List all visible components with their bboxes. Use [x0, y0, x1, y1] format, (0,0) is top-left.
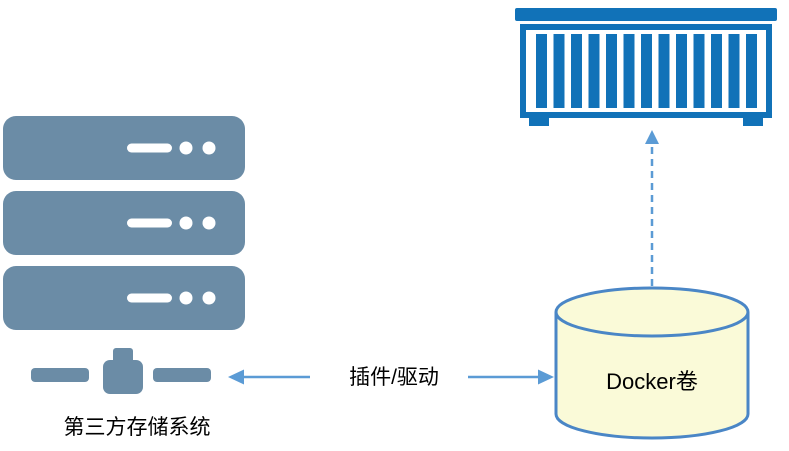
server-connector-icon [31, 348, 211, 394]
dashed-up-arrow-icon [645, 130, 659, 286]
docker-volume-label: Docker卷 [606, 369, 698, 394]
docker-volume-cylinder-icon [554, 286, 750, 440]
server-slab [3, 266, 245, 330]
server-slab [3, 116, 245, 180]
storage-system-label: 第三方存储系统 [63, 416, 211, 439]
docker-container-icon [515, 8, 777, 126]
left-arrow-icon [228, 369, 310, 385]
container-slats [536, 34, 757, 108]
connection-arrows [228, 369, 554, 385]
right-arrow-icon [468, 369, 554, 385]
server-slab [3, 191, 245, 255]
plugin-driver-label: 插件/驱动 [349, 366, 439, 389]
server-stack-icon [3, 116, 245, 394]
